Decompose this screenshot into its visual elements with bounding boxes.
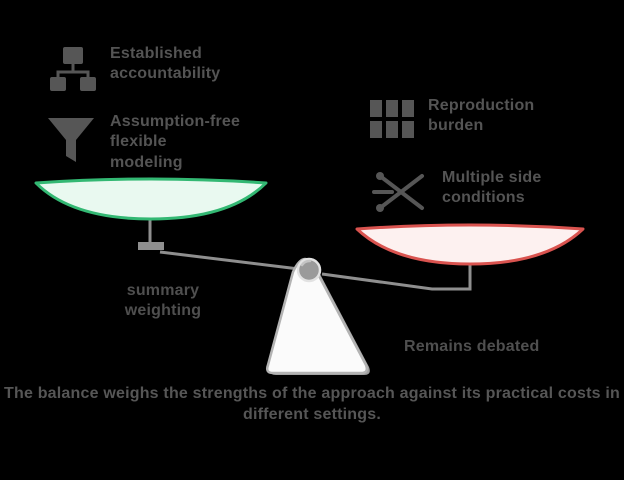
pivot-circle bbox=[296, 257, 322, 283]
left-item-1-label: Established accountability bbox=[110, 44, 220, 85]
pivot-highlight bbox=[300, 259, 312, 267]
beam-left-tick bbox=[138, 242, 164, 250]
left-item-2-label: Assumption-free flexible modeling bbox=[110, 112, 240, 173]
caption: The balance weighs the strengths of the … bbox=[0, 384, 624, 426]
left-item-2-line2: flexible bbox=[110, 133, 167, 151]
caption-line2: different settings. bbox=[242, 405, 382, 423]
beam-label: summary weighting bbox=[88, 281, 238, 321]
left-item-2-line3: modeling bbox=[110, 153, 183, 171]
right-item-1-line1: Reproduction bbox=[428, 97, 535, 114]
right-item-2-line1: Multiple side bbox=[442, 169, 542, 186]
beam-left bbox=[148, 218, 300, 271]
caption-line1: The balance weighs the strengths of the … bbox=[4, 385, 620, 402]
funnel-icon bbox=[44, 112, 98, 173]
right-item-2-line2: conditions bbox=[442, 189, 525, 207]
left-item-1-line1: Established bbox=[110, 45, 203, 62]
beam-label-line2: weighting bbox=[124, 302, 202, 319]
left-item-1: Established accountability bbox=[48, 44, 220, 99]
right-item-2: Multiple side conditions bbox=[372, 168, 542, 223]
left-pan bbox=[34, 177, 268, 221]
left-item-1-line2: accountability bbox=[110, 65, 221, 83]
grid-icon bbox=[368, 96, 416, 147]
right-pan bbox=[355, 223, 585, 266]
right-item-1-line2: burden bbox=[428, 117, 484, 135]
beam-right bbox=[321, 262, 472, 291]
hierarchy-icon bbox=[48, 44, 98, 99]
scissors-icon bbox=[372, 168, 430, 223]
left-item-2: Assumption-free flexible modeling bbox=[44, 112, 240, 173]
right-item-1: Reproduction burden bbox=[368, 96, 534, 147]
left-item-2-line1: Assumption-free bbox=[110, 113, 241, 130]
right-item-2-label: Multiple side conditions bbox=[442, 168, 542, 209]
right-floating-label: Remains debated bbox=[404, 338, 540, 355]
right-item-1-label: Reproduction burden bbox=[428, 96, 534, 137]
beam-label-line1: summary bbox=[126, 282, 200, 299]
